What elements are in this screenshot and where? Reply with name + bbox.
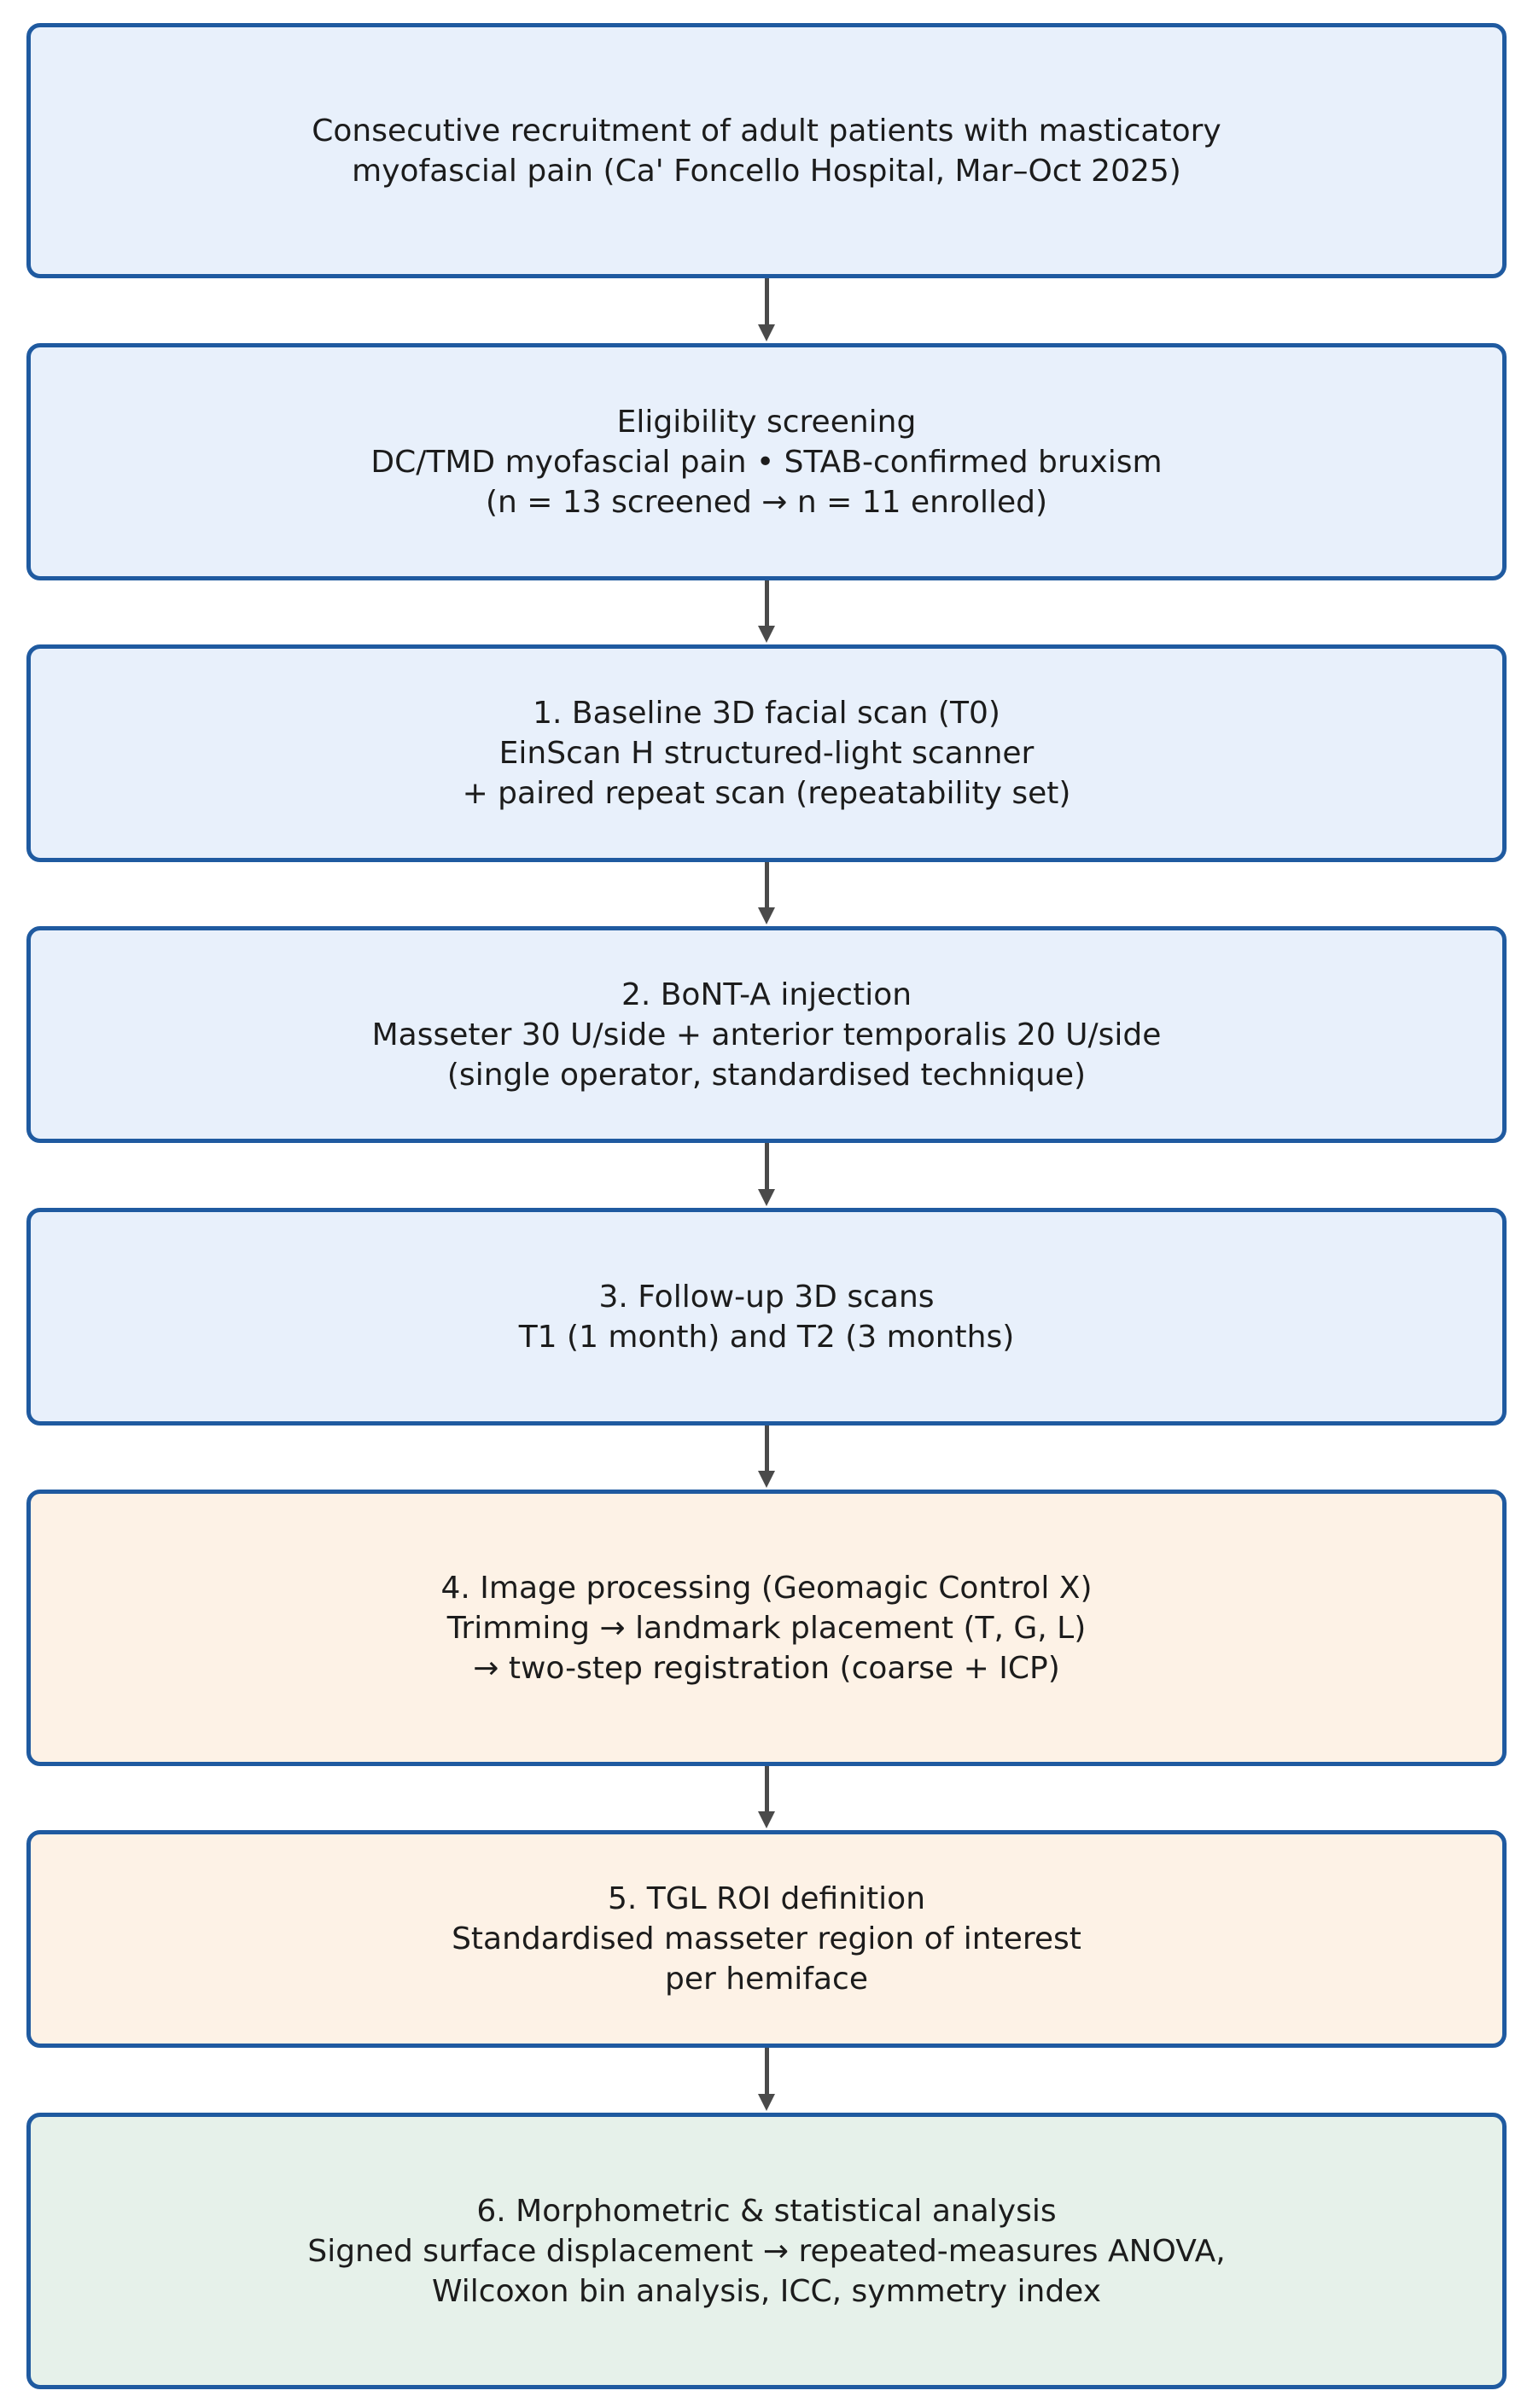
flow-arrow <box>758 1766 775 1828</box>
follow-up-scans-step: 3. Follow-up 3D scans T1 (1 month) and T2… <box>26 1208 1507 1426</box>
step-text-line: 1. Baseline 3D facial scan (T0) <box>533 696 1000 731</box>
step-text-line: EinScan H structured-light scanner <box>498 736 1035 771</box>
flow-arrow <box>758 580 775 643</box>
image-processing-step: 4. Image processing (Geomagic Control X)… <box>26 1490 1507 1766</box>
arrow-head <box>758 2094 775 2111</box>
step-text-line: per hemiface <box>665 1962 868 1997</box>
flow-arrow <box>758 1143 775 1206</box>
step-text-line: Standardised masseter region of interest <box>452 1921 1081 1956</box>
arrow-head <box>758 626 775 643</box>
step-text-line: Eligibility screening <box>616 404 917 440</box>
flow-arrow <box>758 1426 775 1488</box>
step-text-line: Trimming → landmark placement (T, G, L) <box>446 1610 1087 1646</box>
arrow-head <box>758 1471 775 1488</box>
step-text-line: + paired repeat scan (repeatability set) <box>462 776 1071 811</box>
arrow-shaft <box>765 1143 769 1192</box>
flow-arrow <box>758 2048 775 2111</box>
step-text-line: (single operator, standardised technique… <box>446 1057 1087 1093</box>
step-text-line: 2. BoNT-A injection <box>621 977 912 1012</box>
arrow-head <box>758 907 775 924</box>
arrow-shaft <box>765 1766 769 1815</box>
recruitment-step: Consecutive recruitment of adult patient… <box>26 23 1507 278</box>
step-text-line: 6. Morphometric & statistical analysis <box>476 2193 1057 2229</box>
baseline-scan-step: 1. Baseline 3D facial scan (T0) EinScan H… <box>26 644 1507 862</box>
arrow-shaft <box>765 1426 769 1474</box>
arrow-shaft <box>765 862 769 911</box>
arrow-head <box>758 1811 775 1828</box>
arrow-head <box>758 1189 775 1206</box>
step-text-line: myofascial pain (Ca' Foncello Hospital, … <box>352 153 1181 189</box>
step-text-line: → two-step registration (coarse + ICP) <box>473 1650 1060 1686</box>
arrow-shaft <box>765 2048 769 2097</box>
step-text-line: Wilcoxon bin analysis, ICC, symmetry ind… <box>431 2273 1102 2309</box>
step-text-line: Masseter 30 U/side + anterior temporalis… <box>371 1017 1162 1052</box>
step-text-line: T1 (1 month) and T2 (3 months) <box>518 1319 1015 1355</box>
arrow-head <box>758 324 775 341</box>
step-text-line: DC/TMD myofascial pain • STAB-confirmed … <box>370 444 1163 480</box>
flow-arrow <box>758 862 775 924</box>
step-text-line: 4. Image processing (Geomagic Control X) <box>440 1570 1093 1606</box>
step-text-line: 3. Follow-up 3D scans <box>598 1279 935 1315</box>
step-text-line: Signed surface displacement → repeated-m… <box>307 2233 1226 2269</box>
flow-arrow <box>758 278 775 341</box>
arrow-shaft <box>765 278 769 328</box>
step-text-line: (n = 13 screened → n = 11 enrolled) <box>485 484 1048 520</box>
arrow-shaft <box>765 580 769 629</box>
step-text-line: Consecutive recruitment of adult patient… <box>312 113 1221 149</box>
step-text-line: 5. TGL ROI definition <box>607 1881 926 1916</box>
